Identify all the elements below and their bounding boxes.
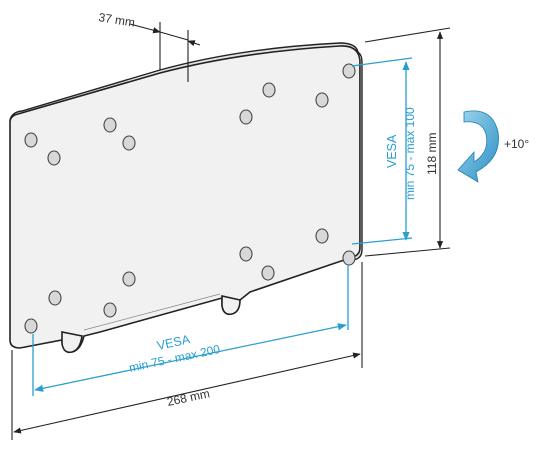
- depth-label: 37 mm: [98, 10, 136, 30]
- hole: [262, 82, 276, 98]
- depth-dimension: 37 mm: [98, 10, 201, 82]
- height-label: 118 mm: [425, 133, 439, 175]
- hole: [122, 135, 136, 151]
- hole: [103, 302, 117, 318]
- vesa-vertical-line2: min 75 - max 100: [403, 107, 417, 200]
- hole: [239, 246, 253, 262]
- vesa-horizontal-line1: VESA: [156, 332, 192, 353]
- plate-bottom-tab-left: [61, 331, 83, 354]
- hole: [24, 318, 38, 334]
- hole: [342, 63, 356, 79]
- height-dimension: 118 mm: [364, 27, 451, 257]
- hole: [239, 109, 253, 125]
- plate-face: [9, 45, 361, 353]
- hole: [122, 271, 136, 287]
- hole: [48, 290, 62, 306]
- tilt-arrow-icon: +10°: [457, 110, 529, 183]
- vesa-vertical-dimension: VESA min 75 - max 100: [351, 57, 417, 245]
- vesa-vertical-line1: VESA: [385, 134, 399, 168]
- width-label: 268 mm: [166, 386, 211, 409]
- tilt-label: +10°: [504, 137, 529, 151]
- hole: [103, 117, 117, 133]
- hole: [261, 265, 275, 281]
- mounting-holes: [24, 63, 356, 334]
- hole: [315, 228, 329, 244]
- mounting-plate: [9, 42, 363, 354]
- hole: [24, 132, 38, 148]
- hole: [342, 250, 356, 266]
- hole: [47, 150, 61, 166]
- hole: [315, 92, 329, 108]
- plate-right-edge: [347, 50, 363, 261]
- plate-bottom-tab-right: [221, 295, 241, 316]
